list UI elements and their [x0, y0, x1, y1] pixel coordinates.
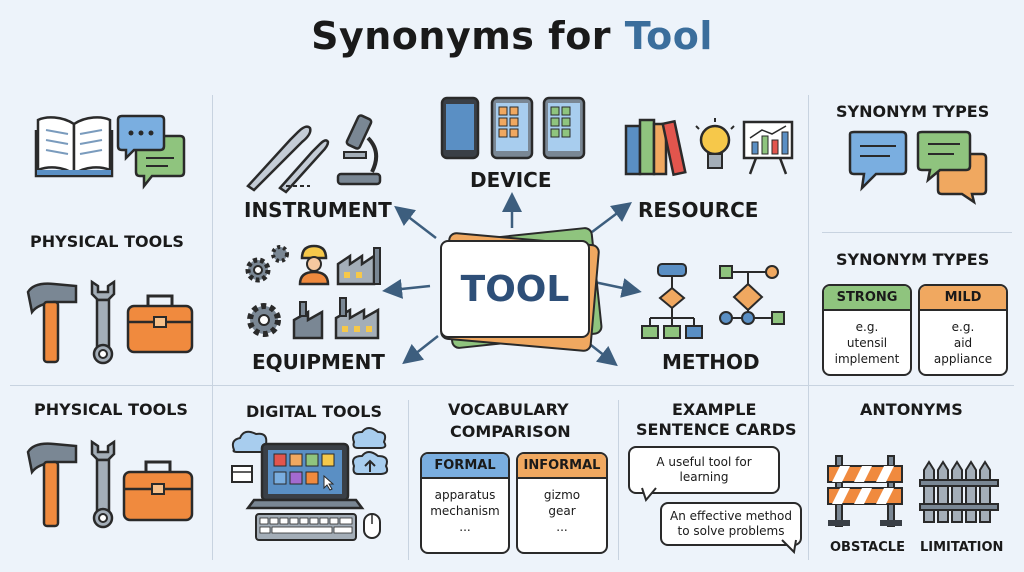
synonym-types-label-top: SYNONYM TYPES — [836, 102, 990, 121]
title-highlight: Tool — [624, 14, 713, 58]
divider-b1 — [408, 400, 409, 560]
informal-line: gizmo — [543, 488, 581, 502]
hub-label-device: DEVICE — [470, 168, 552, 192]
center-card: TOOL — [440, 240, 590, 338]
sentence-card-2-line: to solve problems — [677, 524, 785, 538]
sentence-card-1-line: learning — [679, 470, 729, 484]
physical-tools-label-top: PHYSICAL TOOLS — [30, 232, 184, 251]
title-prefix: Synonyms for — [311, 14, 612, 58]
example-cards-label-1: EXAMPLE — [672, 400, 757, 419]
wrench-icon-bottom — [90, 439, 116, 529]
strong-body: e.g. utensil implement — [824, 311, 910, 367]
sentence-card-1-tail — [641, 487, 657, 503]
sentence-card-2-tail — [781, 539, 797, 555]
vocabulary-label-1: VOCABULARY — [448, 400, 569, 419]
chat-bubbles-icon — [116, 114, 186, 190]
strong-box: STRONG e.g. utensil implement — [822, 284, 912, 376]
mild-box: MILD e.g. aid appliance — [918, 284, 1008, 376]
mild-line: aid — [953, 336, 973, 350]
digital-tools-label: DIGITAL TOOLS — [246, 402, 382, 421]
strong-line: e.g. — [855, 320, 879, 334]
strong-header: STRONG — [824, 286, 910, 311]
sentence-card-1-line: A useful tool for — [656, 455, 752, 469]
chat-bubble-blue-icon — [848, 130, 908, 192]
wrench-icon — [90, 279, 116, 365]
barrier-icon — [827, 455, 903, 527]
formal-header: FORMAL — [422, 454, 508, 479]
gears-icon — [245, 245, 289, 337]
informal-box: INFORMAL gizmo gear ... — [516, 452, 608, 554]
formal-body: apparatus mechanism ... — [422, 479, 508, 535]
hub-label-method: METHOD — [662, 350, 760, 374]
book-icon — [34, 116, 114, 178]
chart-board-icon — [742, 120, 794, 175]
toolbox-icon-bottom — [122, 460, 194, 522]
laptop-icon — [231, 427, 389, 541]
factory-icon — [336, 247, 381, 286]
hammer-icon — [26, 282, 78, 364]
strong-line: utensil — [846, 336, 888, 350]
informal-line: gear — [548, 504, 576, 518]
microscope-icon — [336, 114, 382, 186]
informal-body: gizmo gear ... — [518, 479, 606, 535]
divider-left — [212, 95, 213, 560]
toolbox-icon — [126, 294, 194, 354]
obstacle-label: OBSTACLE — [830, 540, 905, 555]
books-icon — [624, 118, 687, 177]
lightbulb-icon — [695, 118, 735, 169]
divider-b2 — [618, 400, 619, 560]
tablet-icon — [490, 96, 534, 160]
formal-line: mechanism — [430, 504, 500, 518]
strong-line: implement — [834, 352, 900, 366]
mild-line: appliance — [933, 352, 993, 366]
factory-icon-2 — [292, 297, 380, 340]
chat-bubbles-green-orange-icon — [916, 130, 988, 205]
limitation-label: LIMITATION — [920, 540, 1004, 555]
sentence-card-2-line: An effective method — [670, 509, 792, 523]
sentence-card-1: A useful tool for learning — [628, 446, 780, 494]
center-label: TOOL — [460, 268, 570, 310]
formal-line: apparatus — [434, 488, 496, 502]
worker-icon — [298, 244, 330, 286]
divider-row — [10, 385, 1014, 386]
mild-header: MILD — [920, 286, 1006, 311]
physical-tools-label-bottom: PHYSICAL TOOLS — [34, 400, 188, 419]
page-title: Synonyms for Tool — [0, 14, 1024, 58]
antonyms-label: ANTONYMS — [860, 400, 963, 419]
formal-line: ... — [459, 520, 471, 534]
synonym-types-label-mid: SYNONYM TYPES — [836, 250, 990, 269]
sentence-card-2: An effective method to solve problems — [660, 502, 802, 546]
example-cards-label-2: SENTENCE CARDS — [636, 420, 797, 439]
smartphone-icon — [440, 96, 480, 160]
divider-right-mid — [822, 232, 1012, 233]
tablet-icon-2 — [542, 96, 586, 160]
hub-label-equipment: EQUIPMENT — [252, 350, 385, 374]
mild-body: e.g. aid appliance — [920, 311, 1006, 367]
vocabulary-label-2: COMPARISON — [450, 422, 571, 441]
fence-icon — [919, 460, 999, 523]
scalpel-icon — [246, 125, 330, 194]
hub-label-instrument: INSTRUMENT — [244, 198, 392, 222]
informal-line: ... — [556, 520, 568, 534]
informal-header: INFORMAL — [518, 454, 606, 479]
formal-box: FORMAL apparatus mechanism ... — [420, 452, 510, 554]
divider-right — [808, 95, 809, 560]
mild-line: e.g. — [951, 320, 975, 334]
flowchart-icon — [641, 263, 785, 339]
hammer-icon-bottom — [26, 442, 78, 528]
hub-label-resource: RESOURCE — [638, 198, 759, 222]
